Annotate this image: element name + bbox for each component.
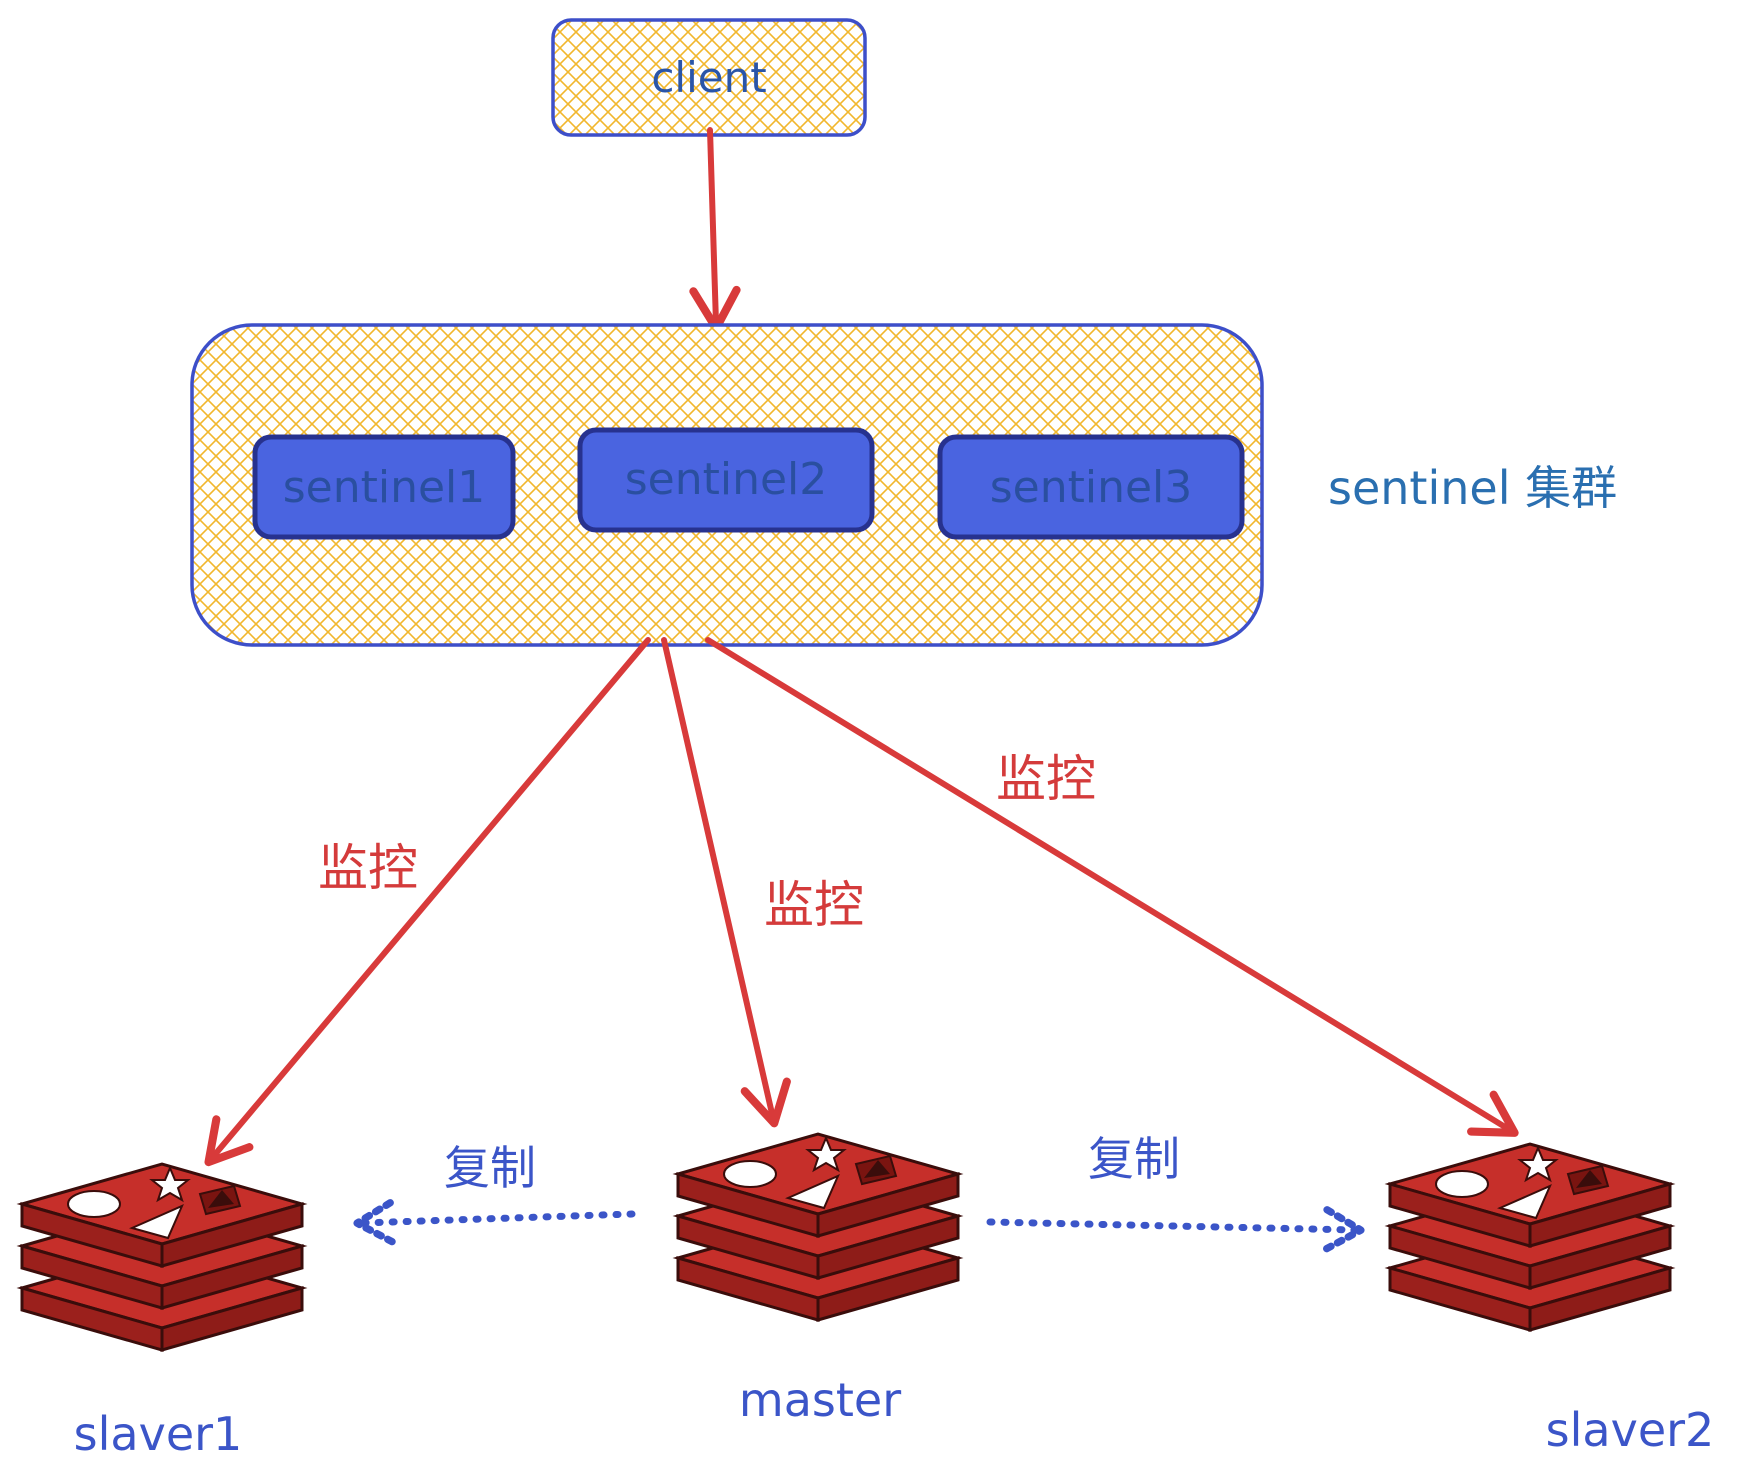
slave1-node[interactable] xyxy=(20,1162,304,1352)
redis-stack-icon xyxy=(20,1162,304,1352)
client-label: client xyxy=(651,53,766,102)
master-label: master xyxy=(739,1373,901,1427)
monitor-label-master: 监控 xyxy=(764,876,864,934)
monitor-label-slave2: 监控 xyxy=(996,750,1096,808)
monitor-label-slave1: 监控 xyxy=(318,839,418,897)
replicate-arrow-slave2 xyxy=(986,1222,1356,1230)
redis-stack-icon xyxy=(1388,1142,1672,1332)
replicate-arrow-slave1 xyxy=(362,1214,636,1223)
sentinel1-label: sentinel1 xyxy=(283,462,486,513)
sentinel2-box[interactable]: sentinel2 xyxy=(577,427,875,533)
master-node[interactable] xyxy=(676,1132,960,1322)
slave2-node[interactable] xyxy=(1388,1142,1672,1332)
redis-stack-icon xyxy=(676,1132,960,1322)
sentinel3-box[interactable]: sentinel3 xyxy=(937,434,1245,540)
cluster-label: sentinel 集群 xyxy=(1328,461,1617,515)
client-node[interactable]: client xyxy=(551,18,867,137)
sentinel1-box[interactable]: sentinel1 xyxy=(252,434,516,540)
sentinel-cluster[interactable]: sentinel1 sentinel2 sentinel3 xyxy=(190,323,1264,647)
monitor-arrow-slave2 xyxy=(705,637,1519,1137)
monitor-arrow-master xyxy=(661,637,791,1128)
sentinel3-label: sentinel3 xyxy=(990,462,1193,513)
monitor-arrow-slave1 xyxy=(204,637,651,1167)
slave1-label: slaver1 xyxy=(74,1407,243,1461)
slave2-label: slaver2 xyxy=(1546,1403,1715,1457)
client-to-cluster-arrow xyxy=(689,127,741,333)
replicate-label-slave2: 复制 xyxy=(1088,1132,1180,1186)
sentinel2-label: sentinel2 xyxy=(625,454,828,505)
replicate-label-slave1: 复制 xyxy=(444,1141,536,1195)
